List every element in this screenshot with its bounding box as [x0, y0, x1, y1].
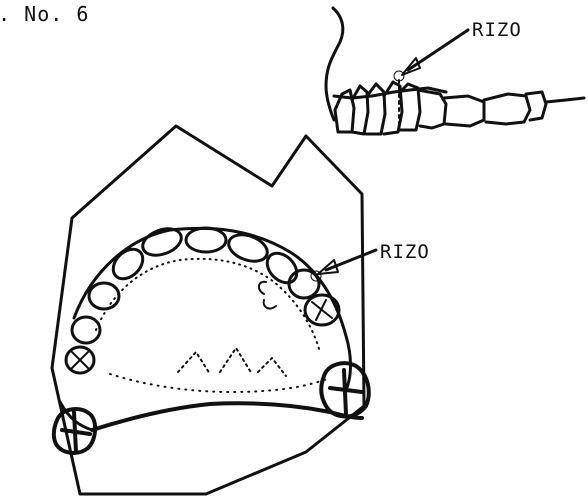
palate-rugae	[178, 348, 286, 376]
lateral-rizo-arrow-line	[408, 30, 468, 70]
occlusal-rizo-label: RIZO	[380, 243, 430, 262]
lateral-view	[326, 8, 584, 134]
molar-right	[321, 363, 369, 416]
figure-caption: IG. No. 6	[0, 4, 89, 24]
premolar-left-1	[89, 283, 119, 309]
right-squiggle	[259, 282, 276, 309]
occlusal-view	[52, 126, 376, 494]
palate-stipple-2	[110, 374, 330, 392]
premolar-right-1-cross	[312, 300, 332, 320]
cast-base-outline	[52, 126, 364, 494]
molar-left	[54, 409, 95, 453]
lateral-molars	[418, 90, 584, 128]
lateral-rizo-label: RIZO	[472, 21, 522, 40]
lateral-profile-line	[326, 8, 343, 120]
premolar-left-3-cross	[72, 352, 88, 368]
incisor-2	[186, 228, 226, 252]
palate-stipple	[96, 259, 320, 352]
canine-right-rizo	[289, 270, 319, 298]
cast-lower-edge	[92, 403, 362, 430]
incisor-3	[225, 230, 271, 266]
